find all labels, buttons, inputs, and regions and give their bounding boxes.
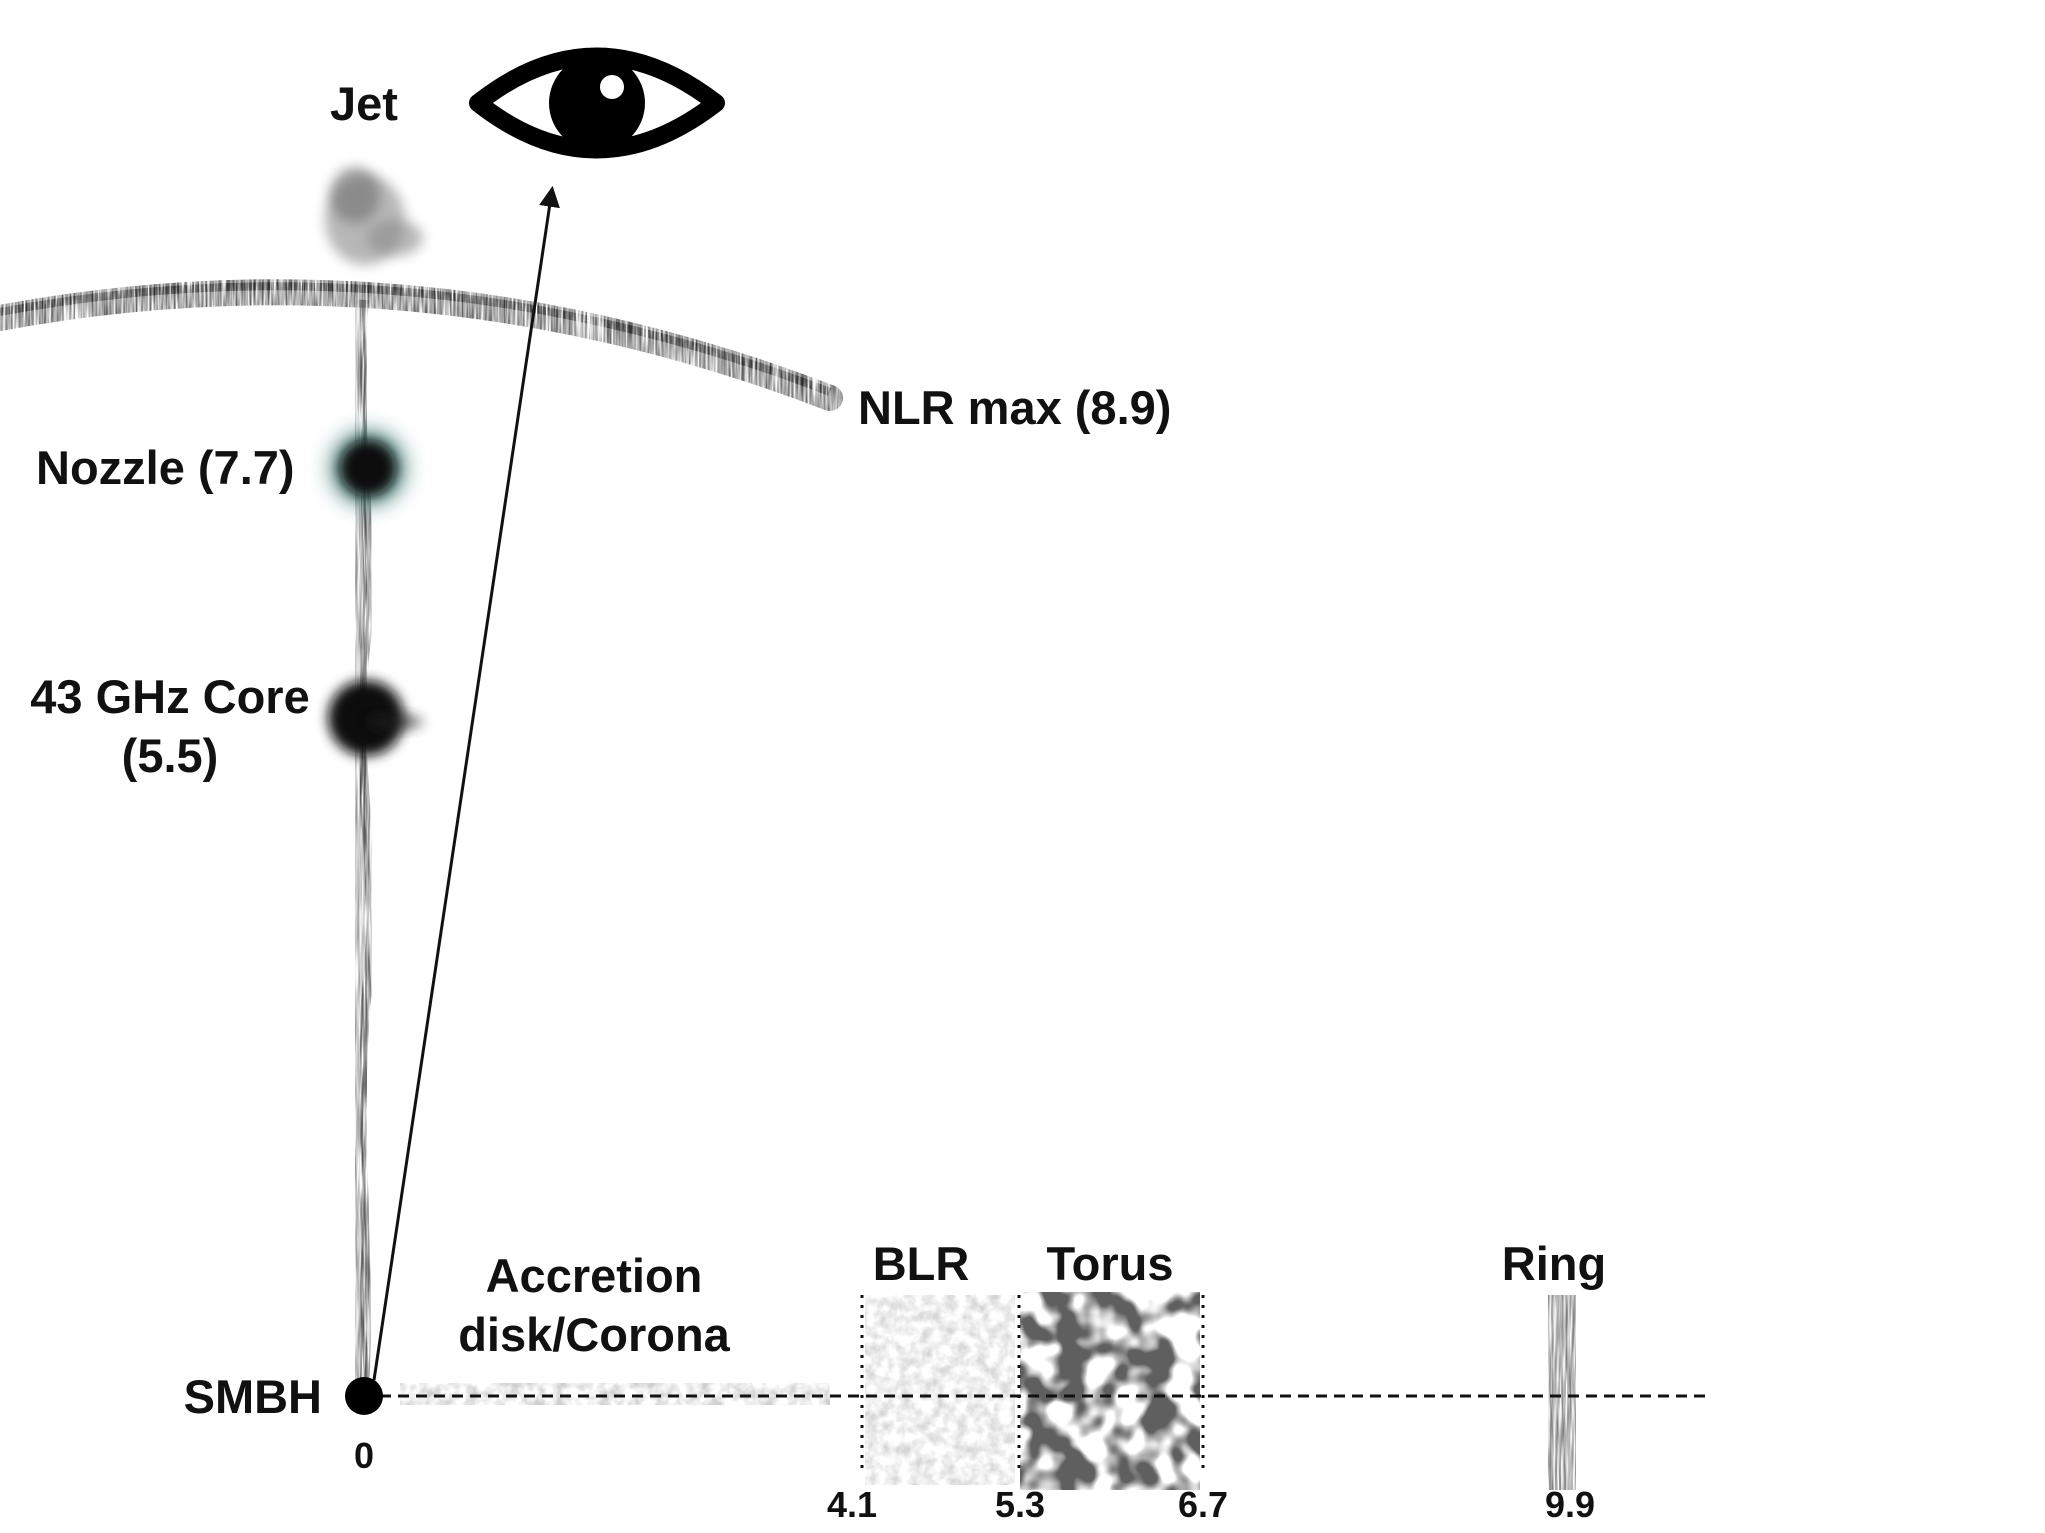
label-ring: Ring	[1502, 1237, 1606, 1290]
label-accretion-line1: Accretion	[486, 1249, 703, 1302]
torus-region	[1020, 1292, 1200, 1490]
tick-origin: 0	[354, 1435, 374, 1476]
label-accretion-line2: disk/Corona	[458, 1308, 730, 1361]
blr-region	[865, 1295, 1015, 1485]
smbh-dot	[345, 1377, 383, 1415]
label-core-line2: (5.5)	[122, 729, 219, 782]
label-core-line1: 43 GHz Core	[30, 670, 309, 723]
label-jet: Jet	[330, 77, 398, 130]
label-nlr-max: NLR max (8.9)	[858, 381, 1171, 434]
line-of-sight-arrow	[372, 185, 560, 1381]
tick-blr-inner: 4.1	[827, 1484, 877, 1525]
tick-torus-outer: 6.7	[1178, 1484, 1228, 1525]
label-smbh: SMBH	[184, 1370, 322, 1423]
region-boundaries	[860, 1295, 1205, 1475]
tick-ring: 9.9	[1545, 1484, 1595, 1525]
label-torus: Torus	[1046, 1237, 1173, 1290]
label-blr: BLR	[873, 1237, 970, 1290]
accretion-disk	[400, 1383, 830, 1405]
ring-region	[1548, 1295, 1576, 1490]
tick-blr-outer: 5.3	[995, 1484, 1045, 1525]
nlr-arc	[0, 279, 843, 411]
nozzle-blob	[330, 430, 406, 506]
eye-icon	[469, 47, 725, 159]
core-blob	[328, 680, 423, 756]
label-nozzle: Nozzle (7.7)	[36, 441, 295, 494]
jet-plume	[325, 167, 423, 265]
